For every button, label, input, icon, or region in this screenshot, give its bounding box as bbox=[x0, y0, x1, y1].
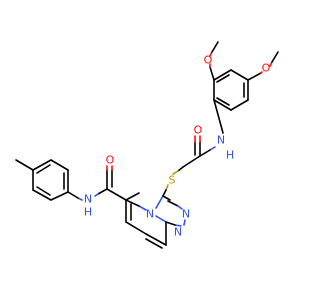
atom-h-amide-right: H bbox=[226, 149, 234, 162]
atom-o-amide-right: O bbox=[194, 124, 203, 137]
triazolopyridine-core bbox=[125, 192, 186, 249]
dimethoxyphenyl-ring bbox=[213, 69, 249, 111]
tolyl-ring bbox=[15, 159, 69, 201]
acetamide-linker bbox=[162, 135, 216, 197]
methoxy-top bbox=[209, 41, 219, 81]
atom-n-ring-3: N bbox=[182, 208, 190, 221]
atom-o-methoxy-top: O bbox=[204, 54, 213, 67]
atom-n-ring-4: N bbox=[174, 226, 182, 239]
anilide-link-right bbox=[213, 99, 224, 134]
methoxy-right bbox=[247, 51, 279, 81]
carboxamide-left bbox=[67, 165, 127, 201]
atom-n-ring-bridge: N bbox=[146, 208, 154, 221]
molecule-canvas: O O O N H S O N H N N N bbox=[15, 41, 279, 249]
atom-h-amide-left: H bbox=[84, 206, 92, 219]
atom-n-amide-right: N bbox=[217, 134, 225, 147]
atom-o-amide-left: O bbox=[106, 154, 115, 167]
atom-o-methoxy-right: O bbox=[262, 62, 271, 75]
structure-diagram: O O O N H S O N H N N N bbox=[15, 41, 279, 249]
atom-s-thioether: S bbox=[169, 174, 176, 187]
atom-n-amide-left: N bbox=[84, 193, 92, 206]
